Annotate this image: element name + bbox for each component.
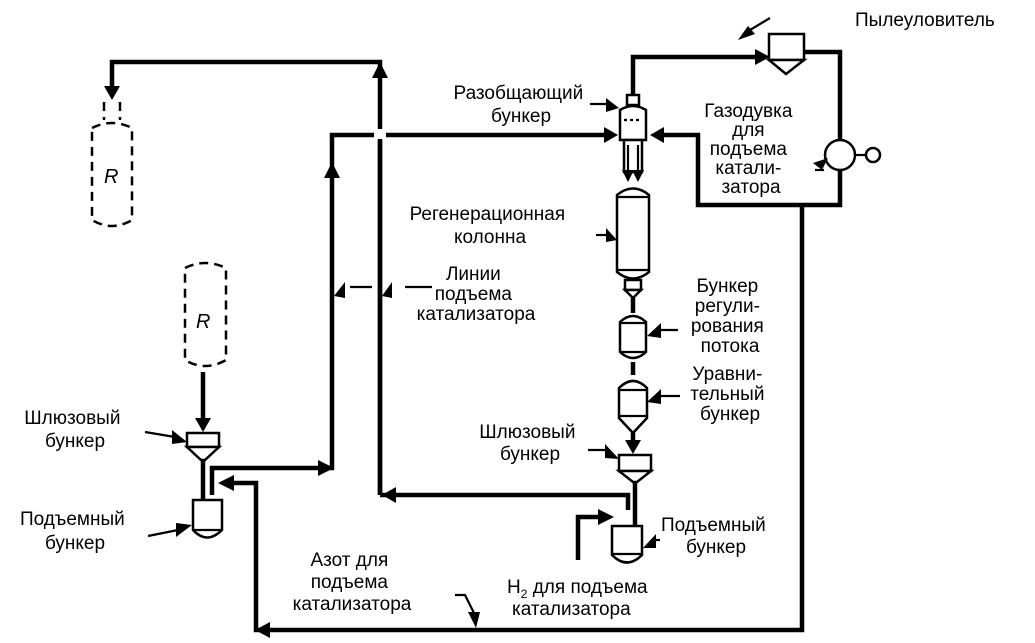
reactor-lower: R (183, 261, 228, 368)
arrow-left-bottom-return (382, 487, 396, 503)
reactor-lower-symbol: R (196, 311, 210, 333)
pipe-dust-collector-to-blower (804, 49, 843, 140)
label-lift-engager-right: Подъемный бункер (661, 515, 771, 558)
pipe-crossing-gap (374, 129, 386, 139)
arrow-hydrogen-inlet (598, 509, 614, 525)
label-disengaging-hopper: Разобщающий бункер (454, 83, 589, 127)
lock-hopper-left (183, 431, 223, 500)
leader-lines (144, 17, 828, 628)
label-surge-hopper: Уравни- тельный бункер (690, 364, 769, 425)
label-hydrogen-lift: H2 для подъема катализатора (507, 577, 653, 620)
lift-blower (823, 138, 882, 172)
disengaging-hopper (618, 93, 648, 174)
arrow-into-left-engager (218, 475, 234, 491)
arrow-down-into-column-left (622, 170, 634, 182)
pipe-lift-line-to-reactor-upper (109, 59, 383, 495)
pipe-to-dust-collector (630, 54, 765, 95)
label-lift-lines: Линии подъема катализатора (417, 264, 536, 325)
label-lift-blower: Газодувка для подъема катали- затора (704, 101, 797, 198)
label-dust-collector: Пылеуловитель (855, 10, 995, 31)
arrow-up-top-line (372, 62, 388, 78)
reactor-upper-symbol: R (104, 166, 118, 188)
arrow-up-lift-line-left (324, 162, 340, 178)
pipe-right-engager-to-lift-line (380, 492, 631, 510)
arrow-nitrogen-left (255, 622, 270, 638)
arrow-down-into-lock-hopper-right (625, 440, 641, 454)
label-lift-engager-left: Подъемный бункер (20, 509, 130, 554)
lift-engager-left (191, 498, 224, 539)
pipe-blower-return (660, 132, 843, 208)
reactor-upper: R (90, 102, 134, 228)
arrow-into-disengaging-hopper (604, 127, 618, 143)
arrow-down-into-lock-hopper-left (195, 418, 211, 432)
lift-engager-right (610, 524, 644, 564)
lock-hopper-right (615, 453, 655, 525)
arrow-into-dust-collector (755, 49, 770, 65)
arrow-down-into-column-right (632, 170, 644, 182)
surge-hopper (617, 379, 649, 446)
arrow-into-lift-line-left (318, 460, 334, 476)
label-flow-control-hopper: Бункер регули- рования потока (691, 276, 769, 357)
label-lock-hopper-left: Шлюзовый бункер (24, 408, 125, 452)
label-lock-hopper-right: Шлюзовый бункер (479, 422, 580, 465)
flow-control-hopper (618, 314, 648, 375)
dust-collector (765, 32, 808, 76)
label-regeneration-column: Регенерационная колонна (410, 204, 571, 248)
arrow-down-reactor-upper (104, 86, 120, 100)
arrow-into-disengaging-hopper-right (650, 127, 664, 143)
label-nitrogen-lift: Азот для подъема катализатора (293, 550, 412, 615)
pipe-hydrogen-inlet (575, 514, 604, 560)
regeneration-column (615, 187, 651, 313)
